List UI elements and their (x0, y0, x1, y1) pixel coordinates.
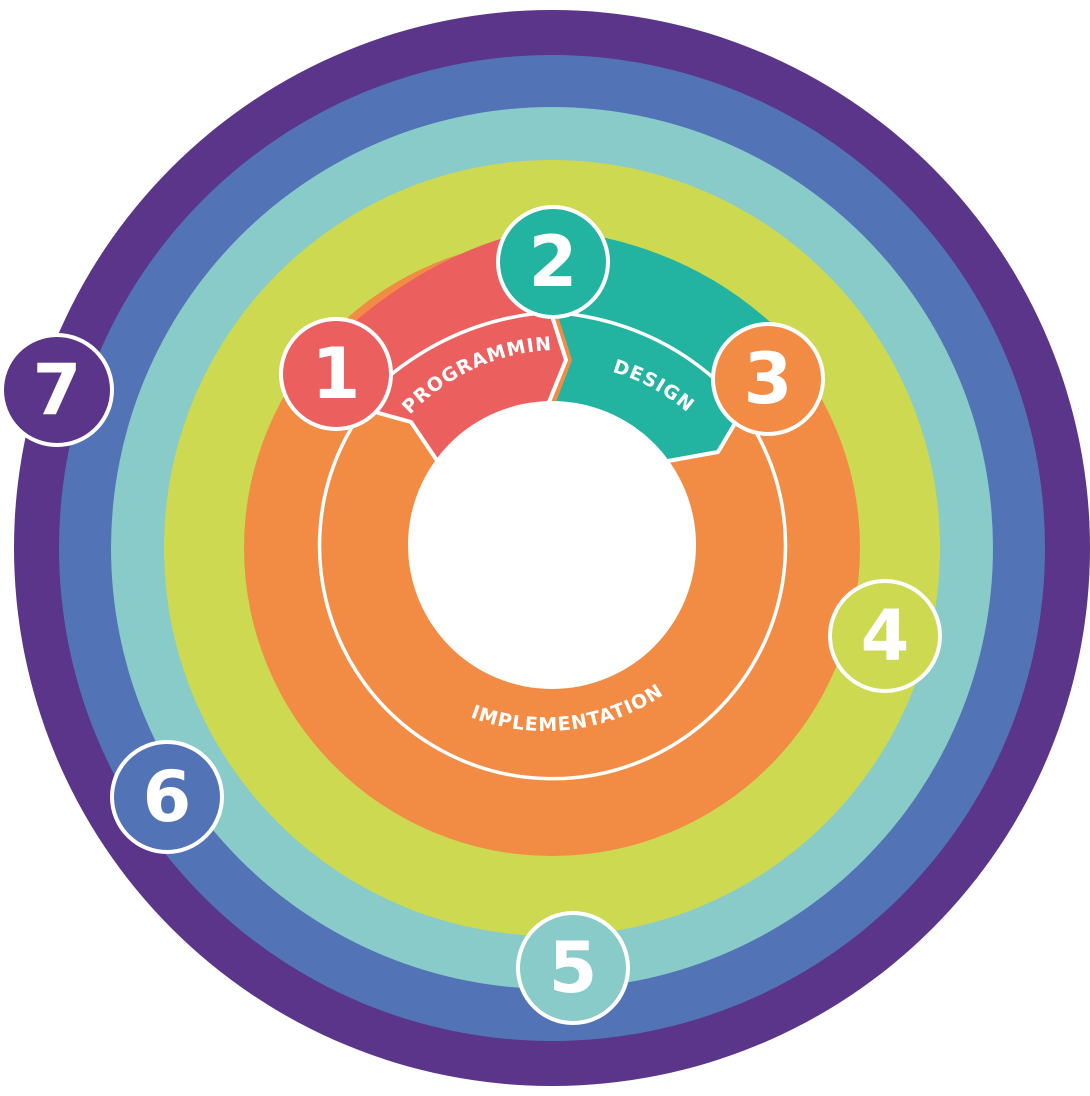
badge-4-number: 4 (861, 595, 910, 677)
badge-1: 1 (279, 317, 393, 431)
badge-5: 5 (516, 911, 630, 1025)
segment-divider-lines (374, 315, 739, 464)
center-hole (408, 401, 696, 689)
badge-3: 3 (711, 322, 825, 436)
badge-2: 2 (496, 205, 610, 319)
badge-6-number: 6 (143, 756, 192, 838)
badge-3-number: 3 (744, 338, 793, 420)
badge-7-number: 7 (33, 349, 82, 431)
badge-7: 7 (0, 333, 114, 447)
badge-1-number: 1 (312, 333, 361, 415)
badge-6: 6 (110, 740, 224, 854)
badge-2-number: 2 (529, 221, 578, 303)
badge-5-number: 5 (549, 927, 598, 1009)
badge-4: 4 (828, 579, 942, 693)
segment-design (556, 232, 770, 461)
